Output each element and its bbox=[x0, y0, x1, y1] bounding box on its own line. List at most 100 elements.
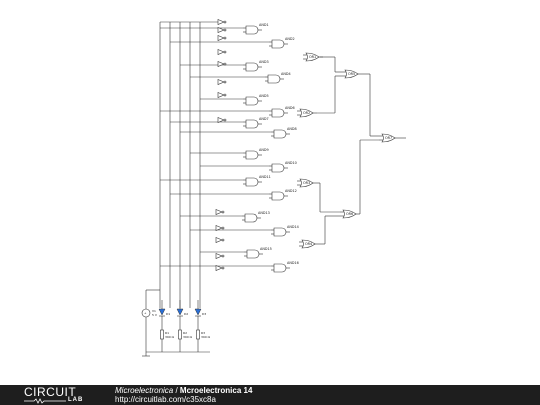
gate-label: AND9 bbox=[259, 148, 269, 152]
gate-label: OR2 bbox=[303, 111, 310, 115]
or-gate bbox=[299, 108, 314, 118]
gate-label: AND1 bbox=[259, 23, 269, 27]
logo-wordmark-bottom: LAB bbox=[68, 397, 84, 403]
not-gate-bubble bbox=[223, 36, 227, 40]
and-gate bbox=[271, 191, 285, 201]
resistor-r1 bbox=[160, 329, 164, 340]
resistor-name-label: R1 bbox=[165, 331, 169, 335]
or-gate bbox=[344, 69, 359, 79]
not-gate-bubble bbox=[221, 210, 225, 214]
and-gate bbox=[271, 39, 285, 49]
circuit-title: Mcroelectronica 14 bbox=[179, 386, 253, 395]
not-gate bbox=[215, 253, 223, 259]
not-gate-bubble bbox=[223, 50, 227, 54]
led-label: D3 bbox=[202, 312, 206, 316]
and-gate bbox=[246, 249, 260, 259]
not-gate-bubble bbox=[223, 62, 227, 66]
source-value-label: 5 V bbox=[152, 313, 158, 317]
or-gate bbox=[301, 239, 316, 249]
gate-label: OR4 bbox=[305, 242, 312, 246]
not-gate-bubble bbox=[221, 226, 225, 230]
not-gate-bubble bbox=[221, 254, 225, 258]
not-gate-bubble bbox=[223, 118, 227, 122]
footer-bar: CIRCUIT LAB Microelectronica / Mcroelect… bbox=[0, 385, 540, 405]
and-gate bbox=[271, 108, 285, 118]
not-gate-bubble bbox=[221, 238, 225, 242]
not-gate bbox=[215, 237, 223, 243]
circuit-title-line: Microelectronica / Mcroelectronica 14 bbox=[115, 386, 252, 395]
not-gate bbox=[215, 225, 223, 231]
and-gate bbox=[244, 213, 258, 223]
not-gate-bubble bbox=[223, 20, 227, 24]
resistor-r2 bbox=[178, 329, 182, 340]
gate-label: OR1 bbox=[309, 55, 316, 59]
resistor-value-label: 390 Ω bbox=[165, 335, 175, 339]
and-gate bbox=[273, 227, 287, 237]
gate-label: OR7 bbox=[385, 136, 392, 140]
gate-label: AND7 bbox=[259, 117, 269, 121]
not-gate-bubble bbox=[223, 80, 227, 84]
gate-layer: AND1AND2AND3AND4AND5AND6AND7AND8AND9AND1… bbox=[215, 19, 396, 273]
gate-label: AND12 bbox=[285, 189, 297, 193]
and-gate bbox=[245, 25, 259, 35]
gate-label: AND14 bbox=[287, 225, 299, 229]
not-gate-bubble bbox=[221, 266, 225, 270]
or-gate bbox=[299, 178, 314, 188]
led-d1 bbox=[158, 308, 166, 316]
led-label: D1 bbox=[166, 312, 170, 316]
owner-link[interactable]: Microelectronica bbox=[115, 386, 174, 395]
title-separator: / bbox=[173, 386, 180, 395]
voltage-source-v1 bbox=[141, 308, 151, 318]
led-label: D2 bbox=[184, 312, 188, 316]
or-gate bbox=[342, 209, 357, 219]
gate-label: AND3 bbox=[259, 60, 269, 64]
gate-label: OR5 bbox=[348, 72, 355, 76]
and-gate bbox=[245, 119, 259, 129]
gate-label: AND16 bbox=[287, 261, 299, 265]
not-gate bbox=[215, 209, 223, 215]
source-plus-sign: + bbox=[144, 311, 147, 315]
circuitlab-logo[interactable]: CIRCUIT LAB bbox=[24, 386, 94, 404]
gate-label: AND6 bbox=[285, 106, 295, 110]
gate-label: OR3 bbox=[303, 181, 310, 185]
gate-label: AND5 bbox=[259, 94, 269, 98]
not-gate bbox=[217, 49, 225, 55]
wire-layer bbox=[142, 21, 406, 357]
and-gate bbox=[245, 62, 259, 72]
and-gate bbox=[245, 177, 259, 187]
resistor-r3 bbox=[196, 329, 200, 340]
not-gate bbox=[217, 117, 225, 123]
source-name-label: V1 bbox=[152, 309, 156, 313]
circuit-url[interactable]: http://circuitlab.com/c35xc8a bbox=[115, 395, 216, 404]
not-gate bbox=[217, 92, 225, 98]
or-gate bbox=[305, 52, 320, 62]
and-gate bbox=[267, 74, 281, 84]
logo-wave-icon bbox=[24, 398, 66, 404]
gate-label: AND10 bbox=[285, 161, 297, 165]
and-gate bbox=[245, 150, 259, 160]
not-gate bbox=[217, 27, 225, 33]
and-gate bbox=[273, 129, 287, 139]
or-gate bbox=[381, 133, 396, 143]
not-gate bbox=[217, 35, 225, 41]
not-gate bbox=[217, 79, 225, 85]
not-gate bbox=[215, 265, 223, 271]
led-d3 bbox=[194, 308, 202, 316]
gate-label: AND15 bbox=[260, 247, 272, 251]
led-d2 bbox=[176, 308, 184, 316]
not-gate bbox=[217, 19, 225, 25]
resistor-name-label: R2 bbox=[183, 331, 187, 335]
and-gate bbox=[273, 263, 287, 273]
and-gate bbox=[245, 96, 259, 106]
gate-label: OR6 bbox=[346, 212, 353, 216]
schematic-diagram: AND1AND2AND3AND4AND5AND6AND7AND8AND9AND1… bbox=[141, 19, 406, 357]
not-gate-bubble bbox=[223, 28, 227, 32]
resistor-value-label: 390 Ω bbox=[183, 335, 193, 339]
not-gate bbox=[217, 61, 225, 67]
gate-label: AND4 bbox=[281, 72, 291, 76]
gate-label: AND2 bbox=[285, 37, 295, 41]
gate-label: AND13 bbox=[258, 211, 270, 215]
and-gate bbox=[271, 163, 285, 173]
